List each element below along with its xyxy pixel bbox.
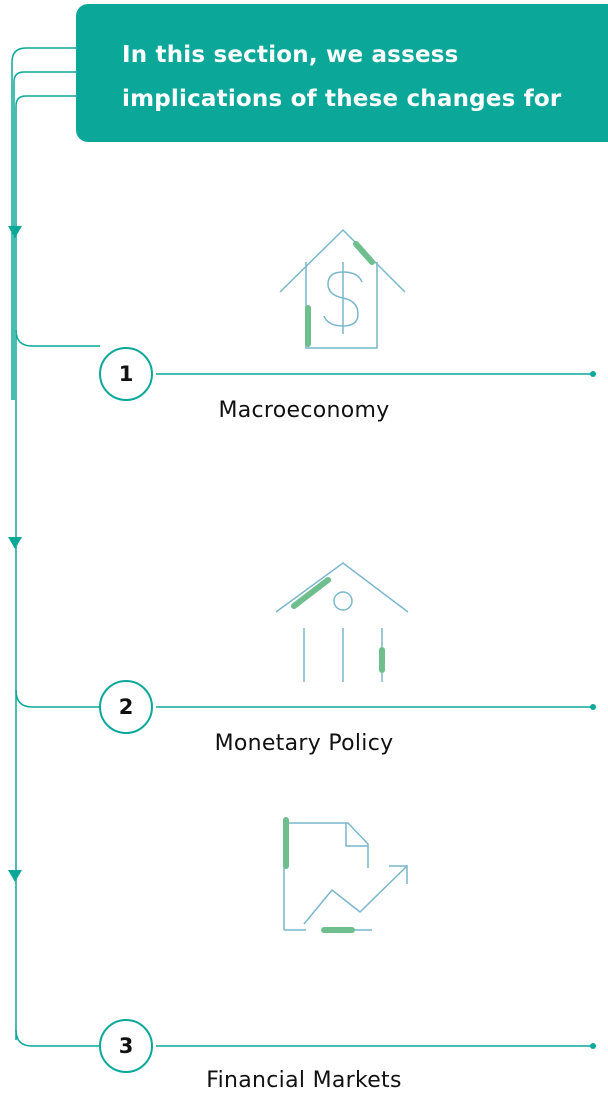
header-line-2: implications of these changes for (122, 86, 562, 112)
down-arrow-icon (8, 870, 22, 882)
bank-building-icon (275, 562, 409, 682)
house-dollar-icon (279, 228, 406, 349)
step-label-monetary-policy: Monetary Policy (214, 731, 394, 756)
document-trend-chart-icon (283, 817, 408, 933)
step-label-financial-markets: Financial Markets (206, 1068, 402, 1093)
step-number-2: 2 (99, 680, 153, 734)
step-number-3: 3 (99, 1019, 153, 1073)
step-number-1: 1 (99, 347, 153, 401)
down-arrow-icon (8, 537, 22, 549)
header-line-1: In this section, we assess (122, 42, 459, 68)
step-branches (15, 329, 592, 1047)
line-end-dots (590, 371, 596, 1049)
step-label-macroeconomy: Macroeconomy (218, 398, 390, 423)
down-arrow-icon (8, 226, 22, 238)
section-header-box: In this section, we assess implications … (76, 4, 608, 142)
flow-arrows (8, 226, 22, 882)
header-connectors (11, 47, 76, 1040)
